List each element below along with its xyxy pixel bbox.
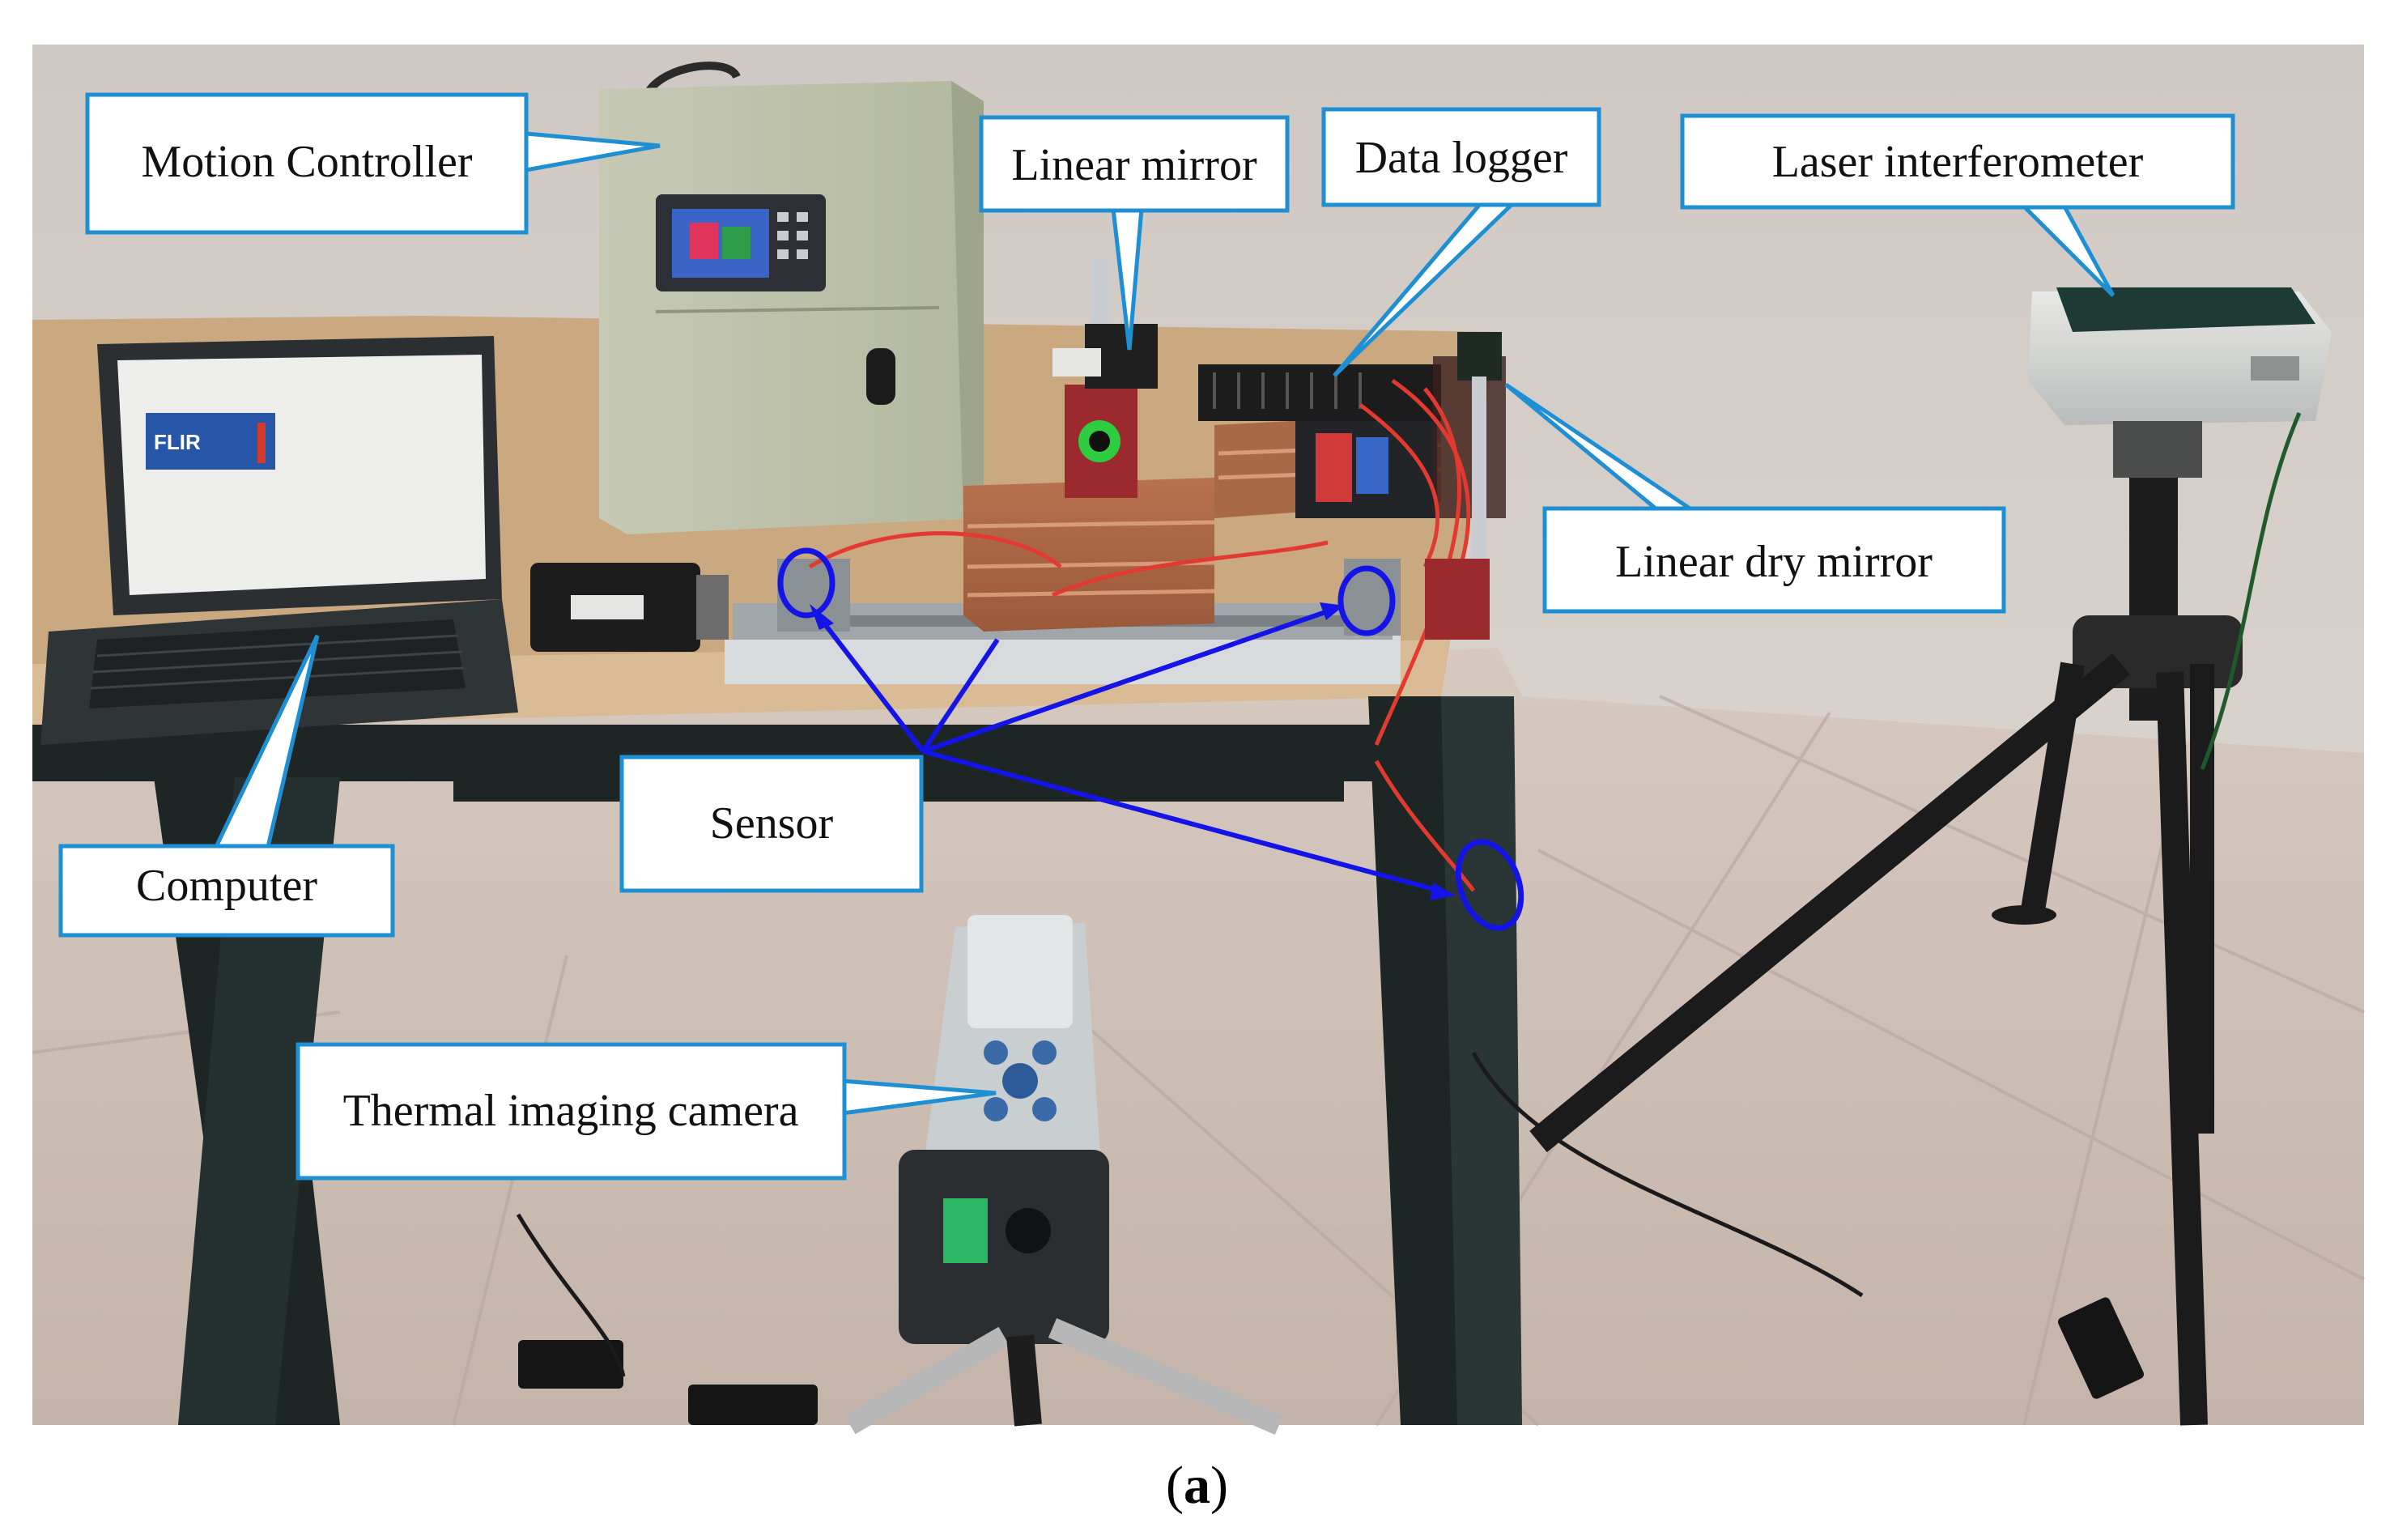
- linear-dry-mirror-stand: [1425, 332, 1502, 640]
- sensor-leader: [921, 638, 1000, 753]
- callout-tails: [211, 131, 2115, 1116]
- thermal-camera-tripod: [844, 915, 1284, 1435]
- floor-adapters: [516, 1051, 2144, 1425]
- label-motion-controller: Motion Controller: [141, 137, 472, 187]
- callout-box-sensor: [619, 755, 924, 893]
- callout-box-thermal-camera: [296, 1042, 847, 1181]
- screen-logo-text: FLIR: [154, 430, 201, 454]
- callout-box-linear-mirror: [979, 115, 1290, 213]
- callout-boxes: [58, 92, 2235, 1181]
- label-laser-interferometer: Laser interferometer: [1772, 137, 2144, 187]
- data-logger-device: [1198, 356, 1506, 518]
- sensor-arrow-right: [922, 609, 1329, 754]
- linear-mirror-stand: [1052, 259, 1158, 498]
- photo-frame: [32, 45, 2365, 1427]
- label-thermal-imaging-camera: Thermal imaging camera: [343, 1086, 799, 1136]
- sensor-markers: [777, 547, 1524, 931]
- laser-interferometer-tripod: [1529, 287, 2332, 1426]
- motion-controller-cabinet: [599, 62, 984, 534]
- servo-motor: [530, 563, 729, 652]
- sensor-arrow-left: [817, 615, 925, 753]
- label-linear-dry-mirror: Linear dry mirror: [1615, 537, 1933, 587]
- sensor-marker-table: [1455, 839, 1524, 931]
- callout-box-motion-controller: [85, 92, 529, 235]
- callout-box-computer: [58, 844, 395, 938]
- caption-letter: a: [1184, 1456, 1210, 1515]
- label-linear-mirror: Linear mirror: [1011, 140, 1257, 190]
- label-sensor: Sensor: [710, 798, 834, 849]
- laptop-computer: FLIR: [40, 336, 518, 745]
- callout-box-linear-dry-mirror: [1542, 506, 2006, 614]
- caption-open: (: [1166, 1456, 1184, 1515]
- label-data-logger: Data logger: [1355, 133, 1568, 183]
- callout-box-data-logger: [1321, 107, 1601, 207]
- figure-caption: (a): [0, 1441, 2394, 1530]
- sensor-arrow-table: [922, 749, 1440, 893]
- callout-box-laser-interferometer: [1680, 113, 2235, 210]
- label-computer: Computer: [136, 861, 317, 911]
- sensor-marker-right: [1337, 565, 1396, 636]
- sensor-marker-left: [777, 547, 836, 619]
- caption-close: ): [1210, 1456, 1228, 1515]
